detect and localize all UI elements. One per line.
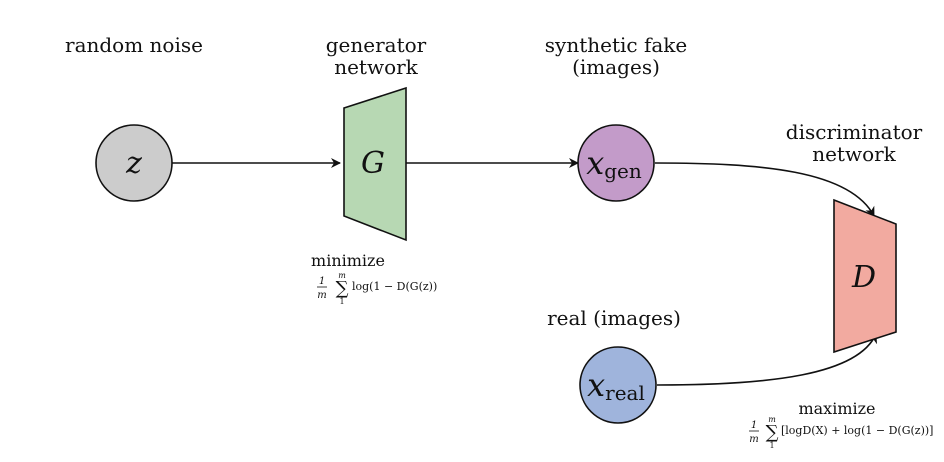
discriminator-objective: maximize 1 m m ∑ 1 [logD(X) + log(1 − D(… bbox=[749, 399, 933, 450]
generator-label-line2: network bbox=[334, 55, 418, 79]
disc-sum-lower: 1 bbox=[769, 441, 774, 450]
real-images-label: real (images) bbox=[547, 306, 681, 330]
generator-network: G bbox=[343, 86, 407, 242]
discriminator-symbol: D bbox=[851, 260, 876, 295]
xgen-node: xgen bbox=[577, 124, 655, 202]
generator-symbol: G bbox=[361, 146, 385, 181]
discriminator-label-line2: network bbox=[812, 142, 896, 166]
discriminator-network: D bbox=[833, 198, 897, 354]
gen-sigma: ∑ bbox=[336, 278, 349, 299]
generator-label-line1: generator bbox=[326, 33, 427, 57]
z-symbol: z bbox=[125, 146, 142, 181]
synthetic-label-line1: synthetic fake bbox=[545, 33, 687, 57]
disc-frac-num: 1 bbox=[751, 420, 757, 431]
gen-frac-num: 1 bbox=[319, 276, 325, 287]
disc-expression: [logD(X) + log(1 − D(G(z))] bbox=[781, 424, 933, 437]
disc-sigma: ∑ bbox=[766, 422, 779, 443]
disc-frac-den: m bbox=[749, 434, 758, 445]
maximize-label: maximize bbox=[798, 399, 875, 418]
gen-expression: log(1 − D(G(z)) bbox=[352, 280, 437, 293]
disc-sum-upper: m bbox=[768, 415, 776, 424]
gen-frac-den: m bbox=[317, 290, 326, 301]
noise-node-z: z bbox=[95, 124, 173, 202]
xreal-node: xreal bbox=[579, 346, 657, 424]
discriminator-label-line1: discriminator bbox=[786, 120, 923, 144]
arrow-xgen-to-discriminator bbox=[654, 162, 875, 217]
generator-objective: minimize 1 m m ∑ 1 log(1 − D(G(z)) bbox=[311, 251, 437, 306]
minimize-label: minimize bbox=[311, 251, 385, 270]
gen-sum-lower: 1 bbox=[339, 297, 344, 306]
gen-sum-upper: m bbox=[338, 271, 346, 280]
xreal-symbol: xreal bbox=[587, 366, 645, 405]
random-noise-label: random noise bbox=[65, 33, 203, 57]
xgen-symbol: xgen bbox=[586, 144, 642, 183]
synthetic-label-line2: (images) bbox=[572, 55, 660, 79]
arrow-xreal-to-discriminator bbox=[656, 333, 877, 386]
